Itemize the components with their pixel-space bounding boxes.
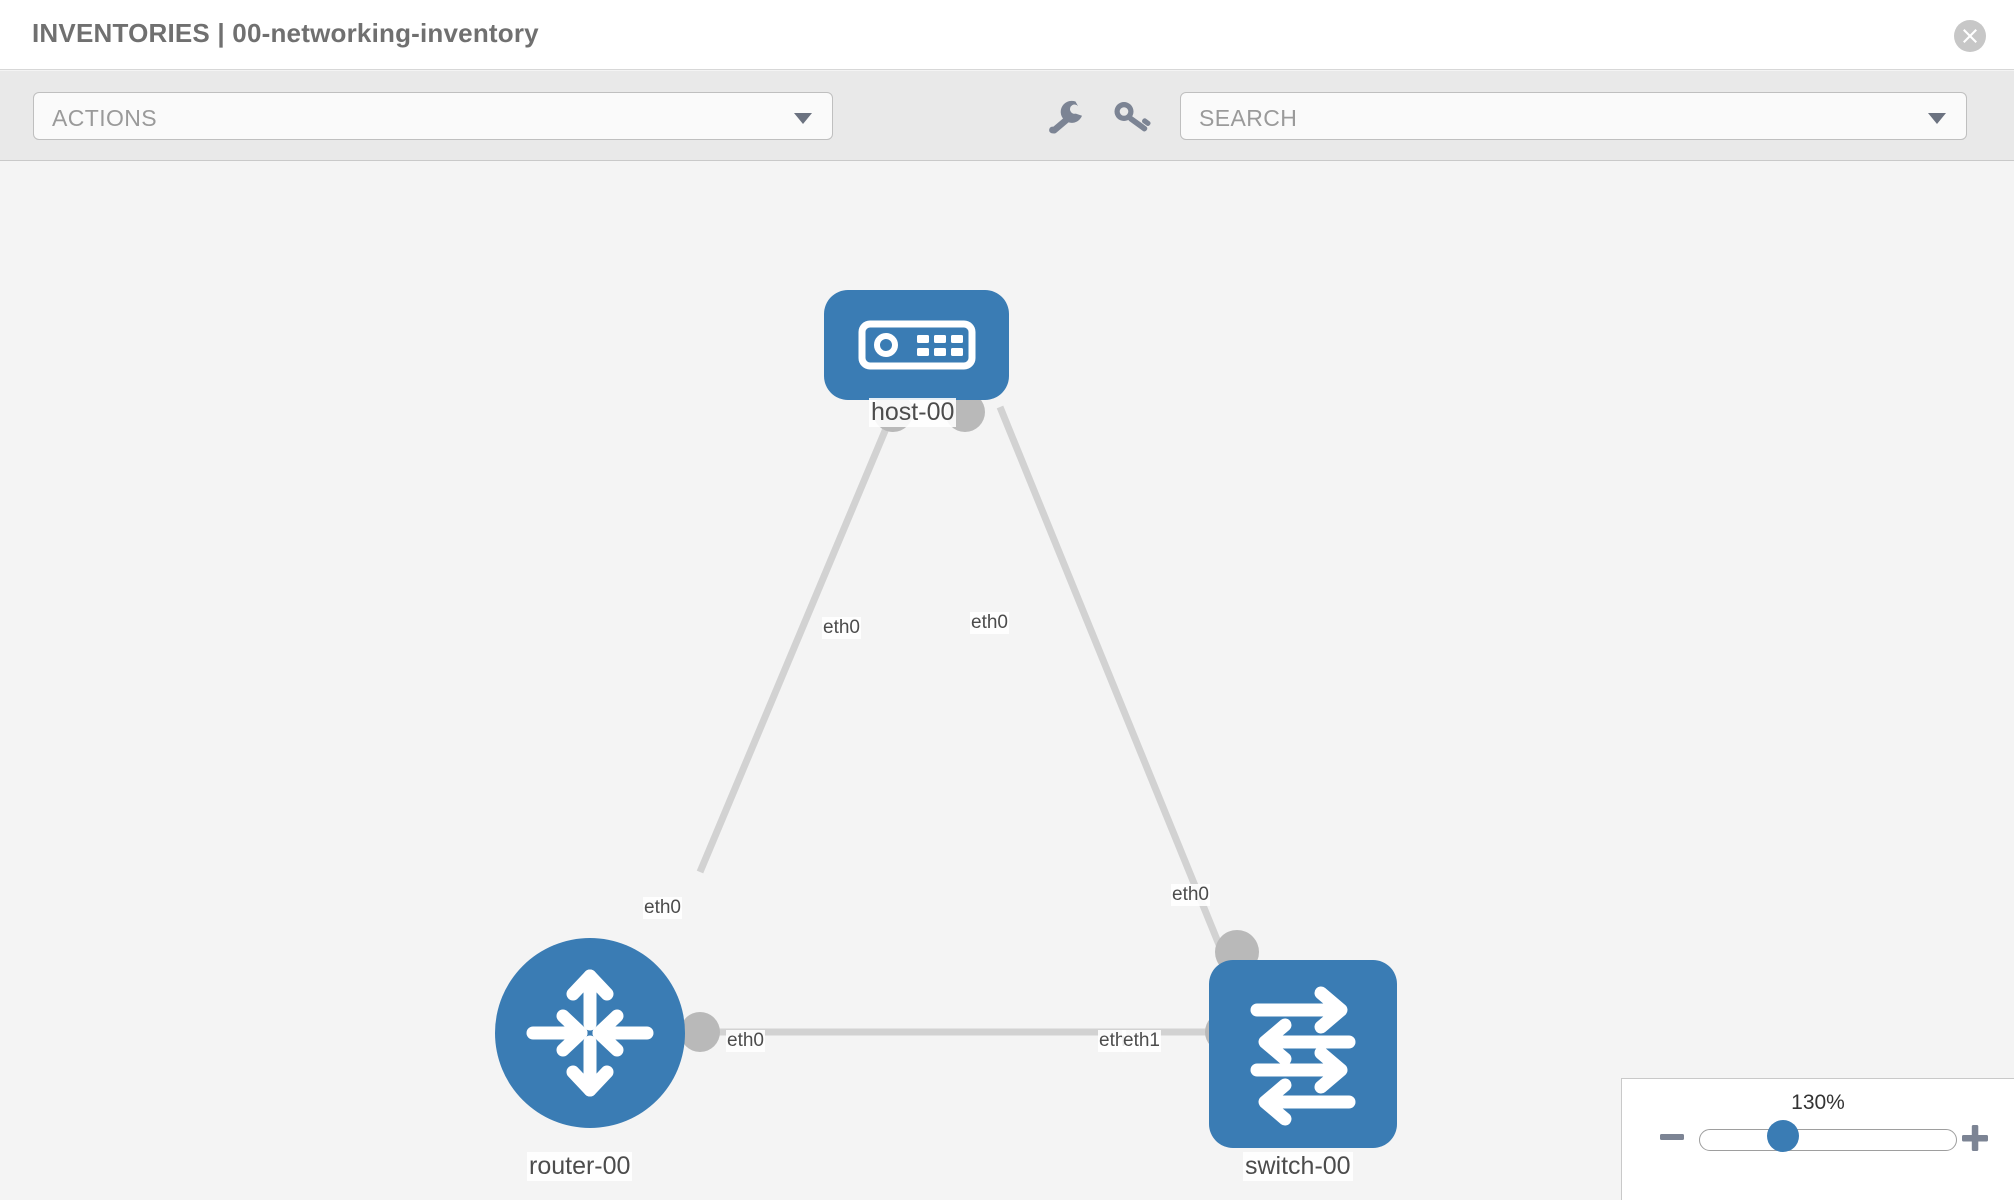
topology-links [696, 405, 1226, 1036]
node-switch-00[interactable] [1209, 960, 1397, 1148]
endpoint-disc[interactable] [680, 1012, 720, 1052]
port-label-switch-router: eth1 [1122, 1030, 1161, 1052]
port-label-router-switch: eth0 [726, 1030, 765, 1052]
port-label-host-router: eth0 [822, 617, 861, 639]
key-icon[interactable] [1110, 97, 1152, 137]
toolbar: ACTIONS SEARCH [0, 71, 2014, 161]
port-label-host-switch: eth0 [970, 612, 1009, 634]
actions-dropdown-label: ACTIONS [52, 105, 158, 131]
port-label-switch-host: eth0 [1171, 884, 1210, 906]
page-header: INVENTORIES | 00-networking-inventory [0, 0, 2014, 70]
node-label-router-00: router-00 [527, 1152, 633, 1181]
zoom-in-button[interactable] [1960, 1123, 1990, 1158]
link-host00-router00[interactable] [696, 405, 899, 874]
close-icon[interactable] [1954, 20, 1986, 52]
router-arrows-icon [526, 969, 654, 1097]
page-title: INVENTORIES | 00-networking-inventory [32, 18, 539, 48]
search-input[interactable]: SEARCH [1180, 92, 1967, 140]
zoom-slider-thumb[interactable] [1767, 1120, 1799, 1152]
topology-endpoints [680, 392, 1259, 1052]
zoom-slider-track[interactable] [1699, 1129, 1957, 1151]
minus-icon [1660, 1134, 1684, 1140]
switch-arrows-icon [1250, 986, 1356, 1126]
chevron-down-icon[interactable] [1928, 113, 1946, 124]
actions-dropdown[interactable]: ACTIONS [33, 92, 833, 140]
link-host00-switch00[interactable] [996, 405, 1226, 954]
port-label-router-host: eth0 [643, 897, 682, 919]
plus-icon [1962, 1125, 1988, 1151]
node-router-00[interactable] [495, 938, 685, 1128]
search-placeholder: SEARCH [1199, 105, 1298, 131]
node-label-switch-00: switch-00 [1243, 1152, 1353, 1181]
zoom-out-button[interactable] [1658, 1123, 1686, 1156]
zoom-level-value: 130% [1791, 1091, 1845, 1114]
node-label-host-00: host-00 [869, 398, 957, 427]
port-label-switch-router-overlap: eth [1098, 1030, 1127, 1052]
wrench-icon[interactable] [1045, 97, 1087, 137]
zoom-control-panel: 130% [1621, 1078, 2014, 1200]
node-host-00[interactable] [824, 290, 1009, 400]
topology-canvas[interactable]: host-00 router-00 [0, 162, 2014, 1200]
server-icon [858, 320, 976, 370]
chevron-down-icon [794, 113, 812, 124]
